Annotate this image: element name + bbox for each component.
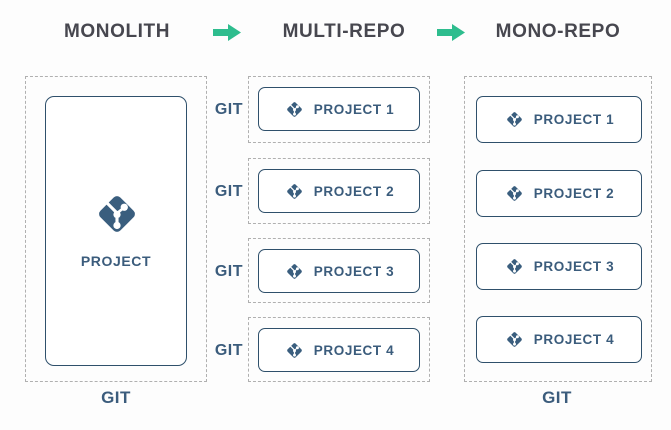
git-icon (95, 192, 139, 236)
multi-repo-boundary-3 (248, 238, 430, 303)
arrow-right-icon (437, 24, 465, 41)
git-label: GIT (214, 342, 243, 359)
monolith-project-card: PROJECT (45, 96, 187, 366)
git-icon (285, 182, 303, 200)
project-label: PROJECT 3 (313, 263, 395, 279)
git-label: GIT (101, 388, 131, 407)
stage-title-multi-repo: MULTI-REPO (282, 21, 406, 42)
mono-repo-git-boundary (464, 76, 652, 382)
project-card-3: PROJECT 3 (258, 249, 420, 293)
project-card-4: PROJECT 4 (476, 316, 642, 363)
project-label: PROJECT 4 (313, 342, 395, 358)
git-icon (505, 110, 523, 129)
stage-title-monolith: MONOLITH (63, 21, 171, 42)
project-card-1: PROJECT 1 (258, 87, 420, 131)
git-label: GIT (214, 263, 243, 280)
project-label: PROJECT 2 (533, 186, 615, 201)
git-icon (505, 184, 523, 203)
git-label: GIT (214, 183, 243, 200)
project-card-4: PROJECT 4 (258, 328, 420, 372)
project-label: PROJECT 3 (533, 259, 615, 274)
git-icon (505, 330, 523, 349)
project-label: PROJECT 4 (533, 332, 615, 347)
git-icon (285, 341, 303, 359)
multi-repo-boundary-2 (248, 158, 430, 224)
project-label: PROJECT 2 (313, 183, 395, 199)
arrow-right-icon (213, 24, 241, 41)
multi-repo-boundary-1 (248, 76, 430, 143)
git-icon (505, 257, 523, 276)
project-card-1: PROJECT 1 (476, 96, 642, 143)
git-label: GIT (214, 101, 243, 118)
project-label: PROJECT 1 (533, 112, 615, 127)
git-icon (285, 100, 303, 118)
project-label: PROJECT 1 (313, 101, 395, 117)
project-card-2: PROJECT 2 (258, 169, 420, 213)
stage-title-mono-repo: MONO-REPO (495, 21, 621, 42)
monolith-project-label: PROJECT (80, 253, 152, 269)
multi-repo-boundary-4 (248, 317, 430, 382)
git-icon (285, 262, 303, 280)
monolith-git-boundary (25, 76, 207, 382)
project-card-3: PROJECT 3 (476, 243, 642, 290)
project-card-2: PROJECT 2 (476, 170, 642, 217)
git-label: GIT (542, 388, 572, 407)
